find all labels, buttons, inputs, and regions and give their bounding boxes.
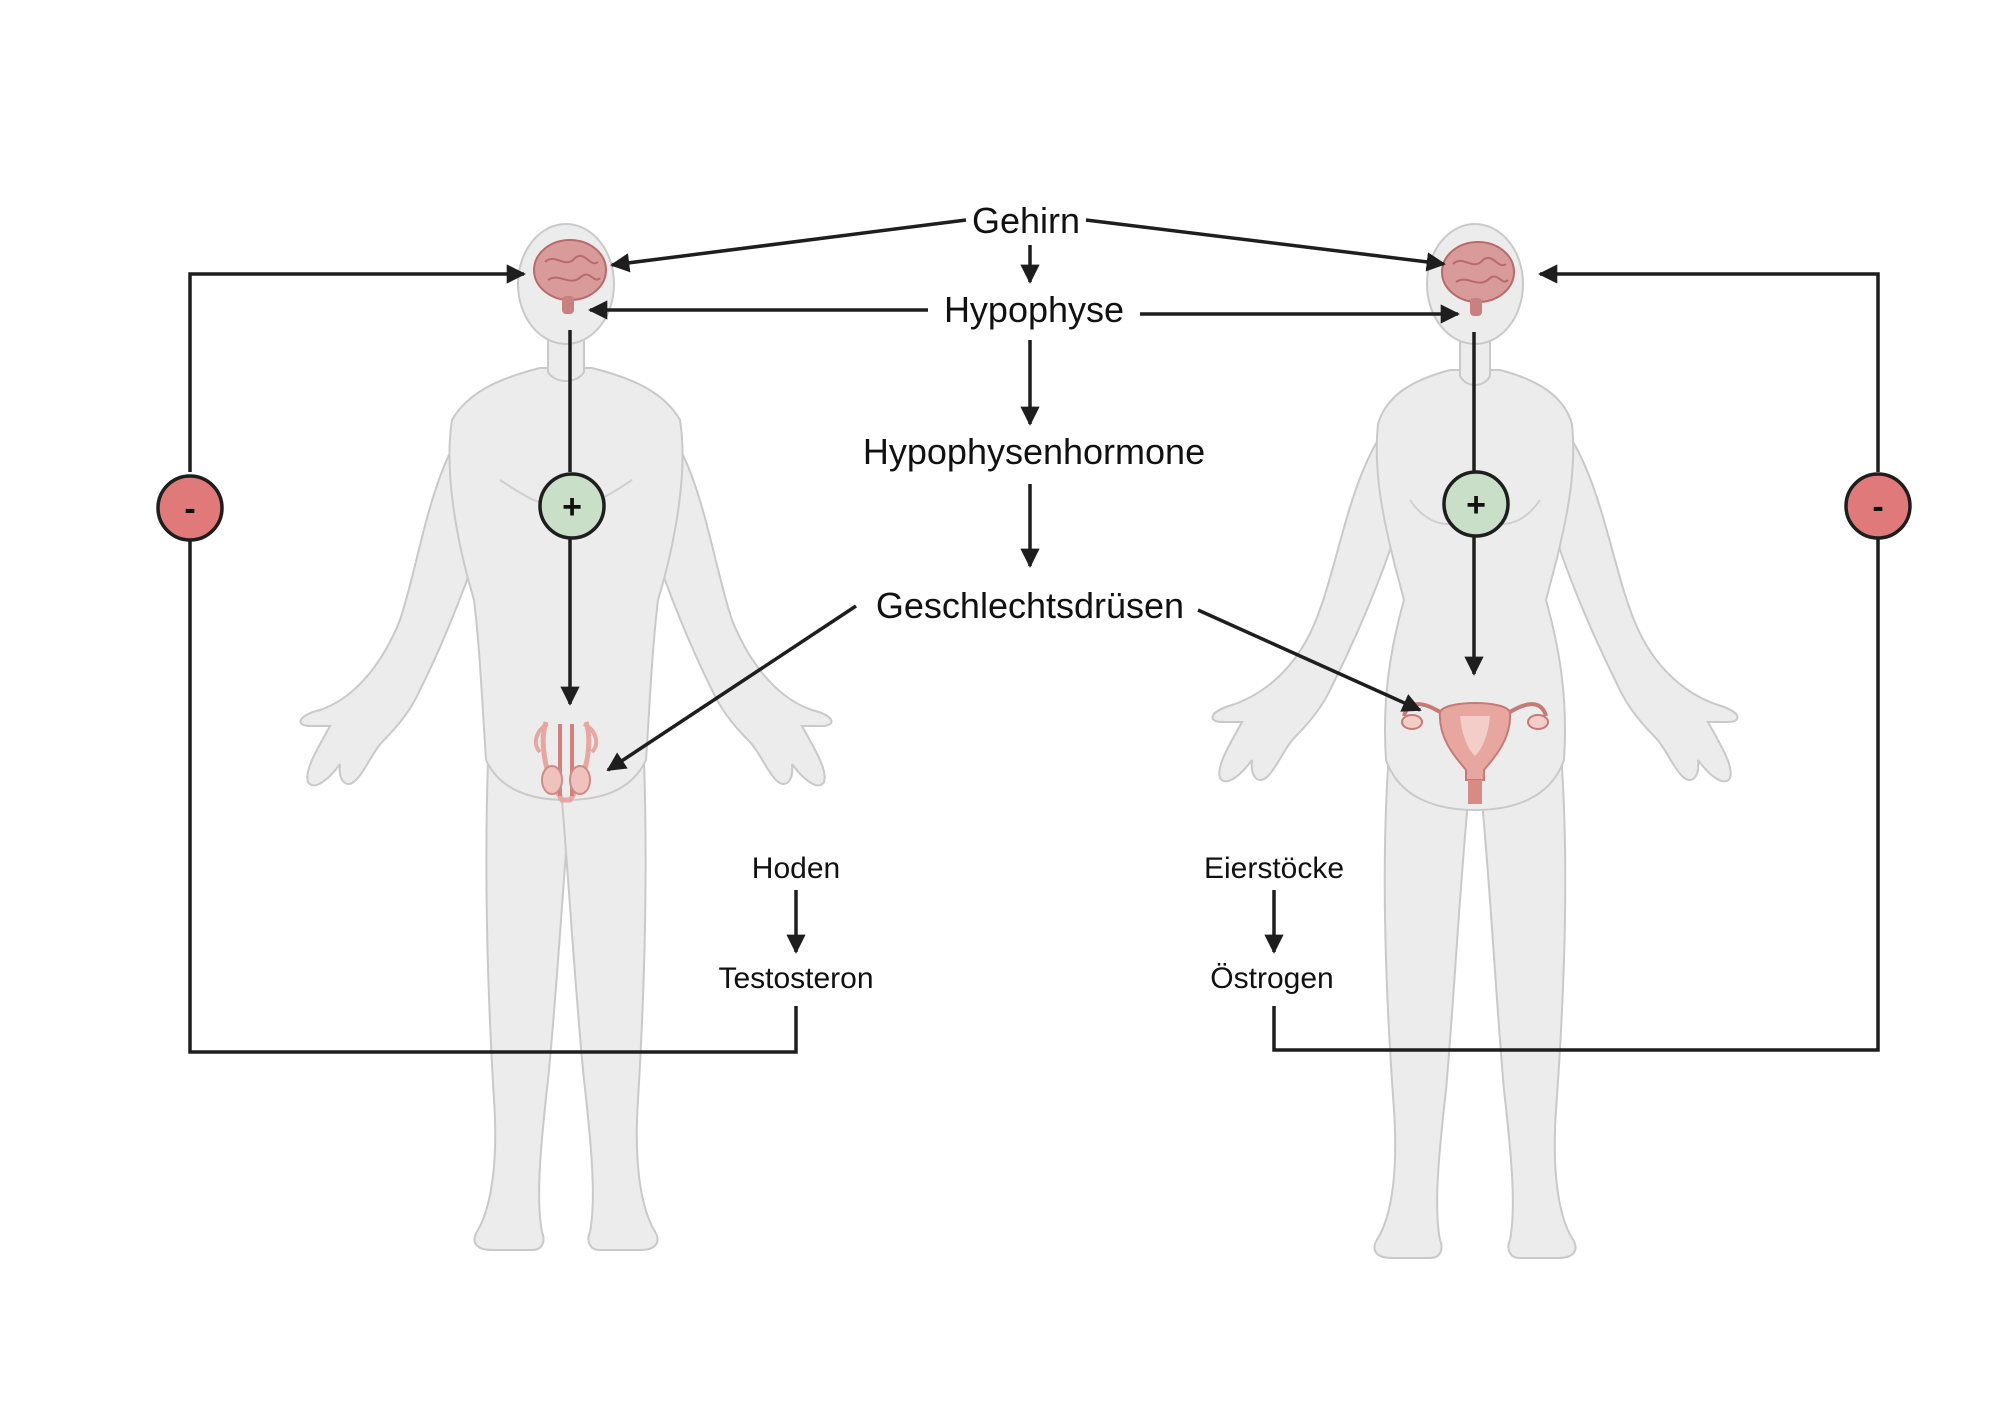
label-hypophyse: Hypophyse [944,289,1124,330]
male-stimulate-badge: + [538,472,606,540]
female-feedback-line [1272,538,1880,1052]
female-stimulate-badge: + [1442,470,1510,538]
male-feedback-line [188,538,798,1054]
arrow-gonads-to-male [606,604,857,772]
male-brain-icon [533,239,607,314]
arrow-gonads-to-female [1197,608,1422,712]
female-brain-icon [1441,241,1515,316]
male-feedback-sign: - [184,490,195,528]
female-feedback-line-upper [1538,264,1880,472]
label-hypophysenhormone: Hypophysenhormone [863,431,1205,472]
arrow-gehirn-to-female-brain [1085,218,1446,272]
female-stimulate-sign: + [1466,486,1486,524]
label-eierstoecke: Eierstöcke [1204,852,1344,885]
male-feedback-badge: - [156,474,224,542]
arrow-gehirn-to-male-brain [610,218,967,273]
female-reproductive-organs-icon [1401,702,1549,804]
label-testosteron: Testosteron [718,962,873,995]
label-hoden: Hoden [752,852,840,885]
male-body-figure [299,223,833,1251]
male-feedback-line-upper [188,264,526,472]
female-feedback-badge: - [1844,472,1912,540]
female-body-figure [1211,223,1739,1259]
label-oestrogen: Östrogen [1210,962,1333,995]
label-geschlechtsdruesen: Geschlechtsdrüsen [876,585,1184,626]
male-stimulate-sign: + [562,488,582,526]
male-reproductive-organs-icon [533,721,599,803]
female-feedback-sign: - [1872,488,1883,526]
label-gehirn: Gehirn [972,200,1080,241]
